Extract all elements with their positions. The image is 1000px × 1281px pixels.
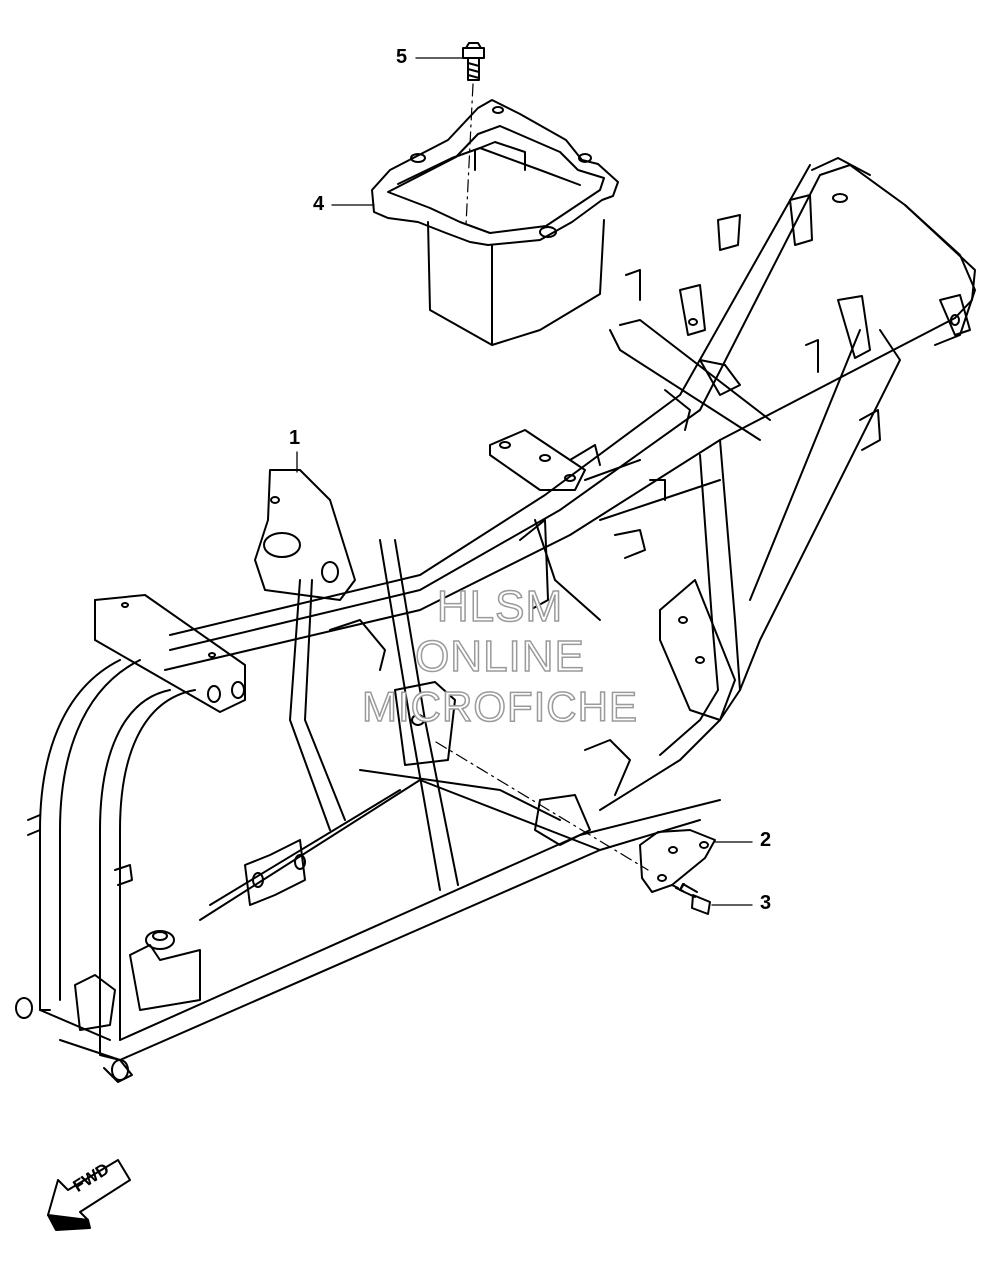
callout-1[interactable]: 1: [289, 427, 301, 449]
fwd-arrow-icon: [47, 1159, 131, 1231]
watermark-line-1: HLSM: [436, 581, 564, 632]
watermark-line-2: ONLINE: [414, 631, 585, 682]
callout-5[interactable]: 5: [396, 46, 408, 68]
part-5-bolt[interactable]: [462, 42, 485, 81]
part-4-battery-tray[interactable]: [371, 99, 619, 346]
bolt-5-axis: [465, 83, 474, 226]
plate-axis: [435, 741, 649, 871]
part-3-bolt[interactable]: [671, 883, 711, 915]
part-2-plate[interactable]: [639, 829, 716, 893]
leader-lines: [296, 57, 753, 906]
callout-4[interactable]: 4: [313, 193, 325, 215]
watermark-line-3: MICROFICHE: [361, 682, 638, 731]
part-1-frame[interactable]: [15, 157, 976, 1083]
callout-3[interactable]: 3: [760, 892, 772, 914]
callout-2[interactable]: 2: [760, 829, 772, 851]
